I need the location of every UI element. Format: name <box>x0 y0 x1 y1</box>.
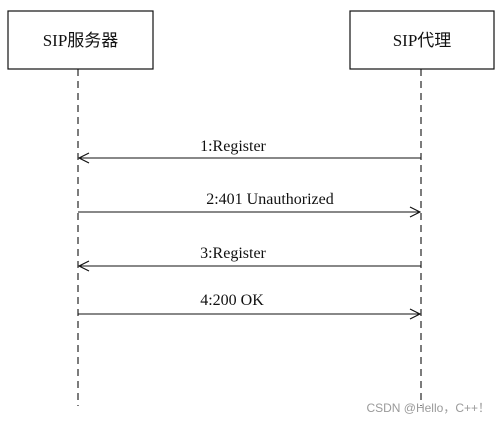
message-label-1: 1:Register <box>200 138 266 155</box>
actor-label-sip-server: SIP服务器 <box>43 31 119 50</box>
actor-label-sip-proxy: SIP代理 <box>393 31 452 50</box>
actor-box-sip-proxy <box>349 10 495 70</box>
watermark-text: CSDN @Hello，C++！ <box>366 401 490 415</box>
actor-box-sip-server <box>7 10 154 70</box>
message-label-3: 3:Register <box>200 245 266 262</box>
message-label-4: 4:200 OK <box>200 292 264 309</box>
message-label-2: 2:401 Unauthorized <box>206 191 334 208</box>
